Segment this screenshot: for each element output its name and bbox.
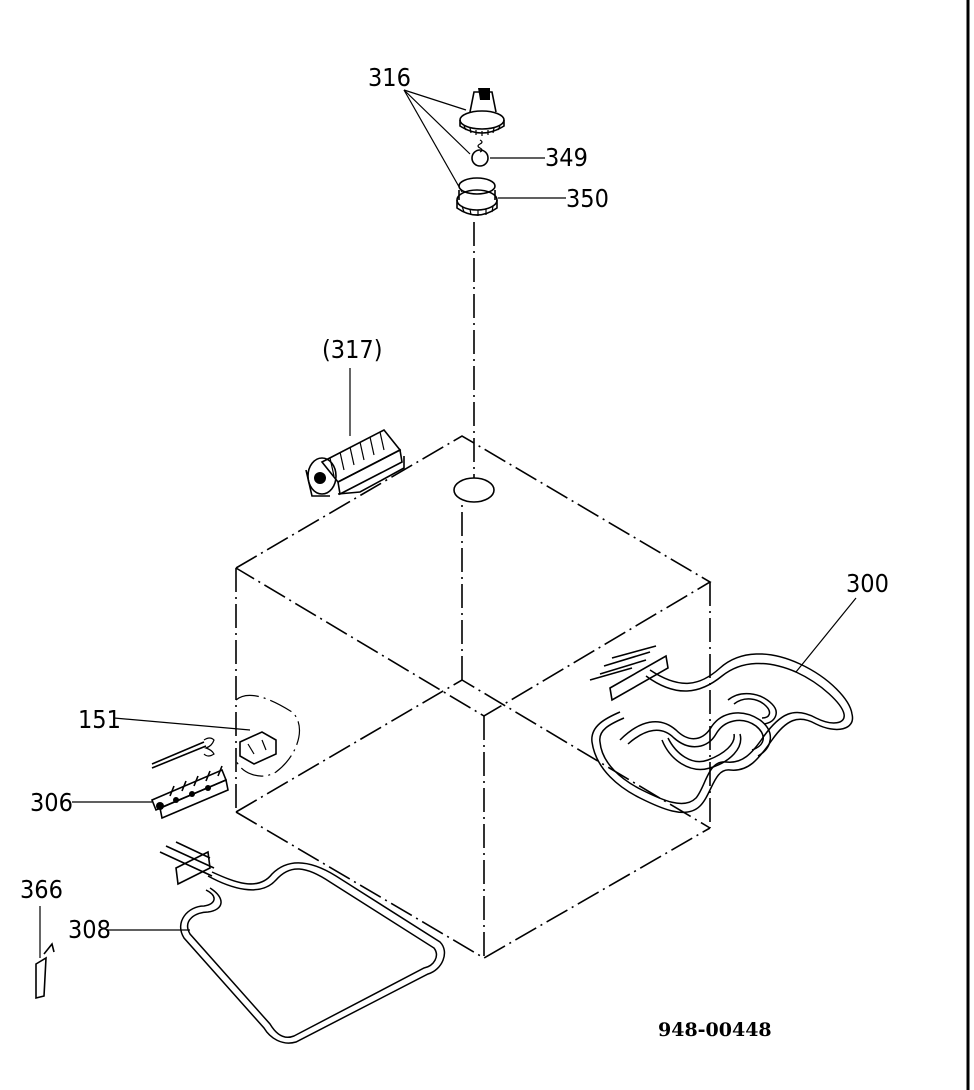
label-306: 306 xyxy=(30,788,73,817)
cavity-notch-outline xyxy=(235,694,301,777)
label-308: 308 xyxy=(68,915,111,944)
control-knob xyxy=(459,88,505,136)
label-151: 151 xyxy=(78,705,121,734)
knob-spring xyxy=(471,139,489,167)
label-349: 349 xyxy=(545,143,588,172)
label-317: (317) xyxy=(322,335,382,364)
terminal-block xyxy=(150,765,229,820)
cavity-top-hole xyxy=(453,477,495,503)
bottom-heating-element xyxy=(159,841,446,1044)
label-350: 350 xyxy=(566,184,609,213)
drawing-code: 948-00448 xyxy=(658,1019,772,1041)
leader-300 xyxy=(795,597,857,673)
label-316: 316 xyxy=(368,63,411,92)
leader-151 xyxy=(113,717,251,731)
oven-cavity-box xyxy=(235,435,712,959)
label-366: 366 xyxy=(20,875,63,904)
fixing-clip xyxy=(35,906,55,1000)
thermostat-sensor xyxy=(151,731,277,769)
grill-heating-element xyxy=(589,645,854,814)
label-300: 300 xyxy=(846,569,889,598)
fan-motor xyxy=(305,428,405,497)
knob-bezel-ring xyxy=(456,177,498,216)
leader-316 xyxy=(403,89,471,193)
